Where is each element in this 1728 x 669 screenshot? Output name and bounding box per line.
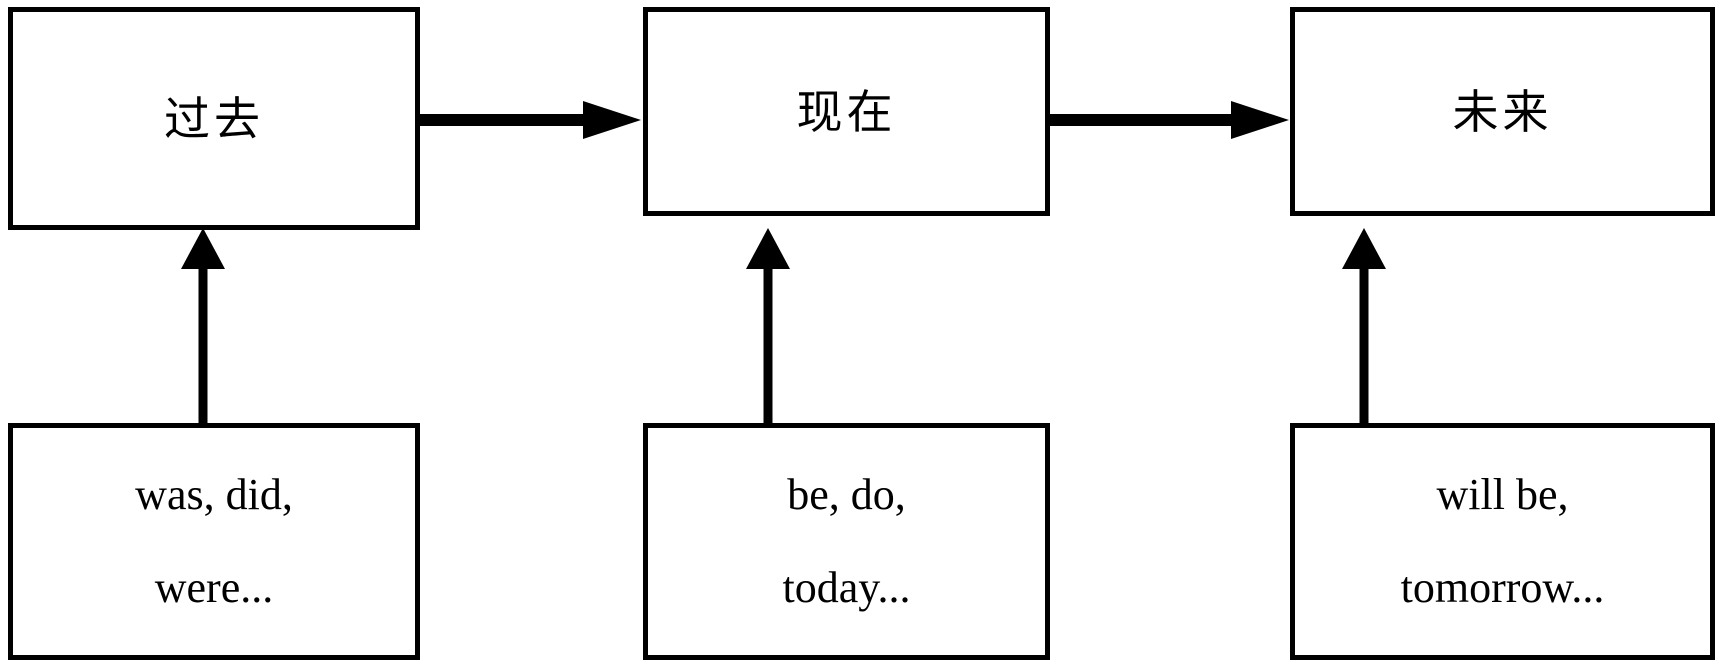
node-present-examples[interactable]: be, do, today...	[643, 423, 1050, 660]
node-future-label: 未来	[1452, 84, 1553, 139]
arrow-future-examples-to-future	[1342, 228, 1386, 423]
arrow-past-to-present	[420, 101, 641, 139]
node-future-examples-line2: tomorrow...	[1400, 562, 1605, 612]
node-future-examples[interactable]: will be, tomorrow...	[1290, 423, 1715, 660]
node-past[interactable]: 过去	[8, 7, 420, 230]
node-past-examples-line1: was, did,	[135, 470, 293, 520]
arrow-present-examples-to-present	[746, 228, 790, 423]
node-past-examples[interactable]: was, did, were...	[8, 423, 420, 660]
node-past-examples-line2: were...	[154, 562, 274, 612]
arrow-present-to-future	[1050, 101, 1289, 139]
node-past-label: 过去	[164, 91, 264, 146]
node-present-label: 现在	[796, 84, 897, 139]
node-present-examples-line2: today...	[782, 562, 911, 612]
node-present[interactable]: 现在	[643, 7, 1050, 216]
node-future[interactable]: 未来	[1290, 7, 1715, 216]
node-future-examples-line1: will be,	[1436, 470, 1569, 520]
arrow-past-examples-to-past	[181, 228, 225, 423]
node-present-examples-line1: be, do,	[787, 470, 906, 520]
